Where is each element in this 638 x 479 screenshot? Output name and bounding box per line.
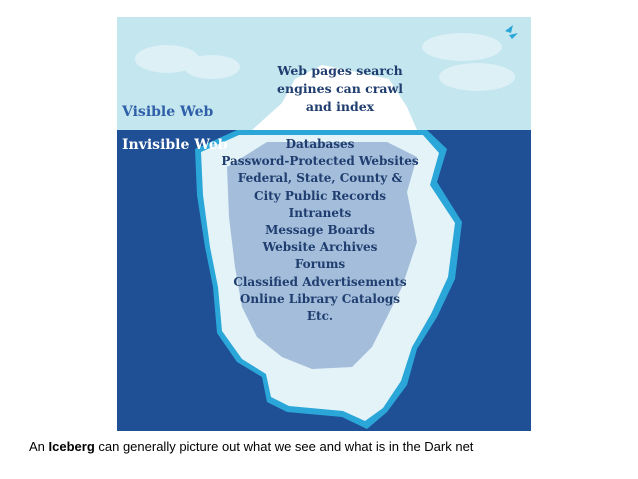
invisible-web-label: Invisible Web bbox=[122, 137, 228, 153]
list-item: Message Boards bbox=[265, 223, 375, 238]
list-item: Website Archives bbox=[262, 240, 378, 255]
clouds bbox=[135, 33, 515, 91]
list-item: Online Library Catalogs bbox=[239, 291, 401, 306]
list-item: City Public Records bbox=[254, 188, 386, 203]
iceberg-shadow bbox=[227, 142, 417, 369]
iceberg-figure bbox=[117, 17, 531, 431]
caption-prefix: An bbox=[29, 439, 49, 454]
hidden-web-list: Databases Password-Protected Websites Fe… bbox=[220, 136, 420, 325]
caption-bold: Iceberg bbox=[48, 439, 95, 454]
list-item: Password-Protected Websites bbox=[221, 154, 419, 169]
list-item: Intranets bbox=[288, 205, 352, 220]
list-item: Classified Advertisements bbox=[233, 274, 407, 289]
list-item: Databases bbox=[285, 137, 355, 151]
iceberg-tip-text: Web pages search engines can crawl and i… bbox=[270, 62, 410, 116]
iceberg-illustration bbox=[117, 17, 531, 431]
list-item: Etc. bbox=[306, 309, 334, 324]
tip-line: Web pages search bbox=[277, 63, 403, 78]
tip-line: engines can crawl bbox=[277, 81, 403, 96]
caption: An Iceberg can generally picture out wha… bbox=[29, 439, 473, 454]
bird-logo-icon bbox=[505, 25, 518, 39]
list-item: Forums bbox=[294, 257, 346, 272]
iceberg-tip bbox=[252, 65, 417, 130]
caption-suffix: can generally picture out what we see an… bbox=[94, 439, 474, 454]
visible-web-label: Visible Web bbox=[122, 104, 214, 120]
tip-line: and index bbox=[305, 99, 375, 114]
list-item: Federal, State, County & bbox=[237, 171, 403, 186]
